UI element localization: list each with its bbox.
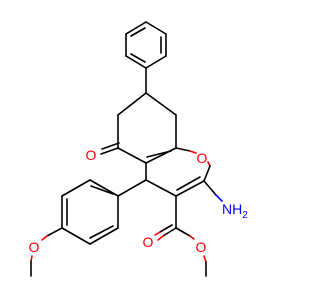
methoxyphenyl-ring — [61, 179, 119, 245]
bond — [125, 55, 147, 69]
bond — [145, 179, 177, 197]
bond — [162, 227, 177, 237]
bond — [145, 55, 167, 69]
bond — [90, 185, 114, 195]
bond — [41, 235, 48, 241]
bond — [61, 179, 91, 197]
bond — [46, 227, 63, 237]
bond — [61, 227, 91, 245]
amine-label: NH2 — [222, 201, 248, 221]
carbonyl-oxygen-label: O — [86, 147, 97, 163]
cyclohexenone-ring — [117, 92, 177, 164]
bond — [117, 147, 147, 164]
bond — [146, 150, 172, 158]
bond — [145, 92, 177, 116]
bond — [89, 225, 114, 239]
methoxy-oxygen-label: O — [29, 239, 40, 255]
bond — [117, 92, 147, 116]
bond — [215, 194, 223, 202]
molecule-structure: O O O O O NH2 — [29, 21, 248, 277]
ester-group — [154, 195, 207, 277]
bond — [100, 147, 119, 155]
bond — [175, 147, 191, 152]
bond — [175, 227, 191, 237]
bond — [30, 255, 33, 262]
bond — [189, 150, 197, 154]
bond — [157, 235, 164, 241]
bond — [154, 231, 161, 236]
bond — [203, 180, 217, 196]
bond — [101, 142, 120, 150]
bond — [175, 180, 205, 197]
pyran-ring — [145, 147, 211, 197]
bond — [159, 224, 173, 233]
bond — [189, 235, 195, 240]
bond — [89, 227, 119, 245]
bond — [176, 176, 201, 191]
bond — [125, 21, 147, 35]
bond — [203, 255, 207, 263]
phenyl-ring — [125, 21, 167, 69]
ester-carbonyl-oxygen-label: O — [143, 234, 154, 250]
bond — [130, 27, 146, 37]
bond — [145, 21, 167, 35]
bond — [117, 179, 147, 197]
ester-oxygen-label: O — [196, 239, 207, 255]
ring-oxygen-label: O — [197, 150, 208, 166]
bond — [130, 53, 146, 63]
bond — [203, 165, 211, 182]
